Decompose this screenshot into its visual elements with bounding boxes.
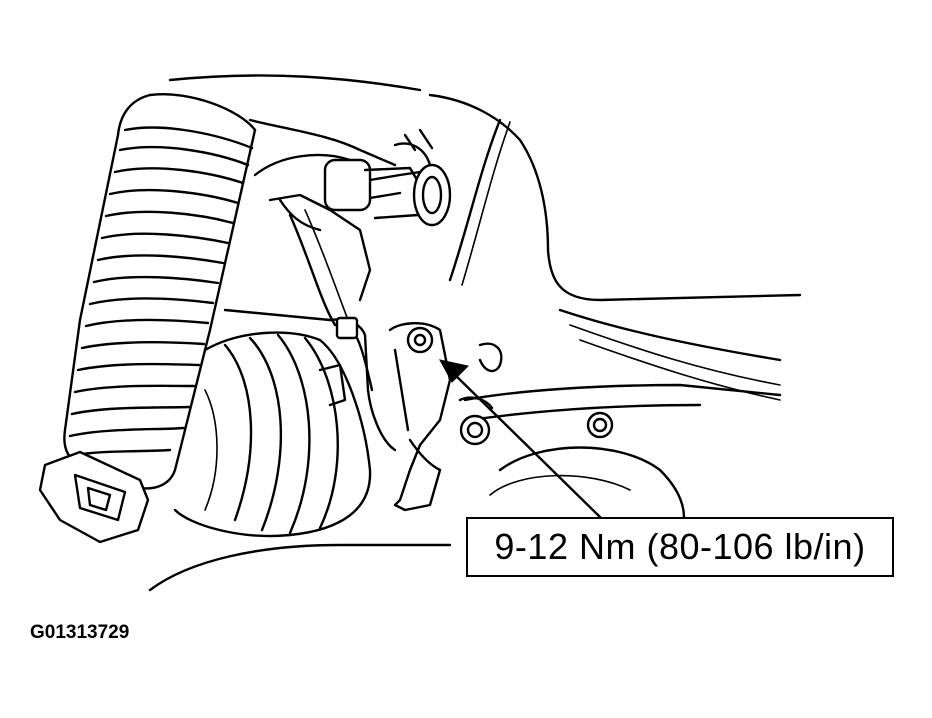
mounting-bracket [328, 316, 614, 512]
hydraulic-lines [288, 118, 511, 327]
gear-housing [173, 331, 372, 538]
torque-spec-label: 9-12 Nm (80-106 lb/in) [494, 526, 866, 567]
torque-bolt-icon [406, 326, 434, 354]
steering-boot [63, 93, 257, 490]
callout-leader [439, 359, 602, 519]
chassis-outline [148, 74, 802, 592]
pinion-housing [253, 128, 452, 302]
figure-id-label: G01313729 [30, 622, 130, 643]
callout-arrow-icon [439, 359, 470, 383]
torque-callout-box: 9-12 Nm (80-106 lb/in) [466, 517, 894, 577]
connector-block [38, 450, 150, 544]
